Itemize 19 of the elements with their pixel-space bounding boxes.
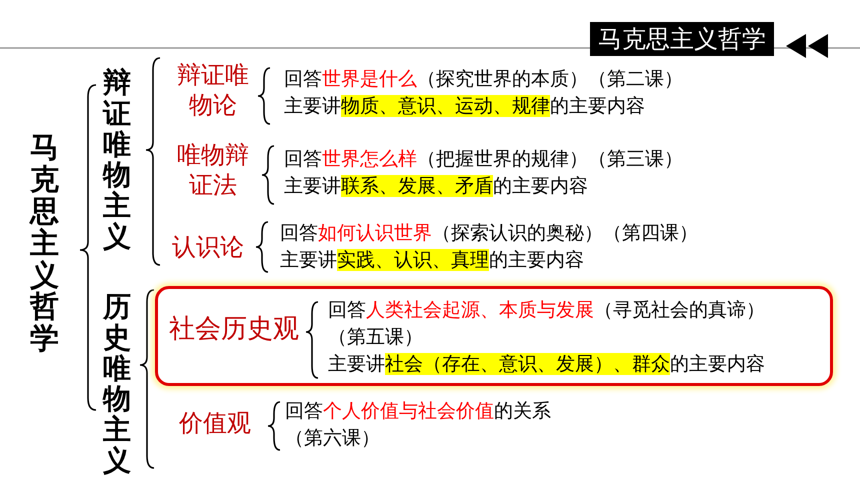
vertical-heading: 历史唯物主义 — [103, 292, 131, 477]
description-text: 主要讲物质、意识、运动、规律的主要内容 — [284, 94, 646, 119]
description-text: 回答人类社会起源、本质与发展（寻觅社会的真谛）（第五课） — [328, 298, 766, 350]
vertical-heading: 马克思主义哲学 — [30, 132, 59, 356]
description-text: 主要讲社会（存在、意识、发展）、群众的主要内容 — [328, 352, 766, 377]
title-banner: 马克思主义哲学 — [590, 22, 774, 56]
description-text: 主要讲联系、发展、矛盾的主要内容 — [284, 174, 589, 199]
vertical-heading: 辩证唯物主义 — [103, 68, 131, 253]
highlight-frame — [155, 286, 833, 386]
topic-label: 唯物辩证法 — [176, 140, 250, 200]
topic-label: 社会历史观 — [168, 313, 300, 346]
description-text: 回答世界是什么（探究世界的本质）（第二课） — [284, 67, 684, 92]
topic-label: 认识论 — [171, 232, 245, 262]
description-text: 主要讲实践、认识、真理的主要内容 — [280, 248, 585, 273]
topic-label: 辩证唯物论 — [176, 60, 250, 120]
description-text: 回答如何认识世界（探索认识的奥秘）（第四课） — [280, 221, 699, 246]
description-text: 回答世界怎么样（把握世界的规律）（第三课） — [284, 147, 684, 172]
description-text: 回答个人价值与社会价值的关系（第六课） — [285, 399, 552, 451]
topic-label: 价值观 — [178, 408, 252, 438]
